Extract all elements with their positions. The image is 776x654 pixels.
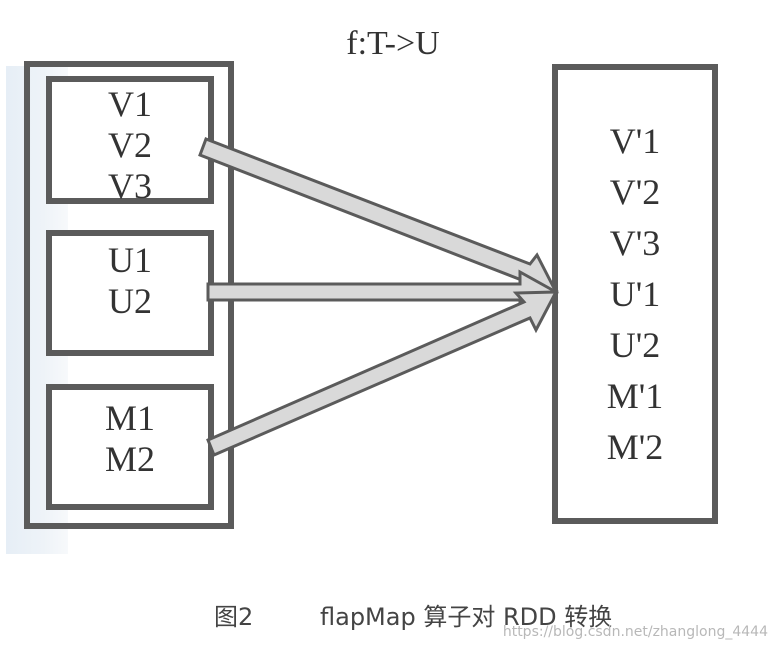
figure-number: 图2 xyxy=(214,603,254,631)
result-item: V'1 xyxy=(609,121,661,161)
diagram-title: f:T->U xyxy=(346,25,440,62)
arrow-v xyxy=(198,137,559,294)
result-item: M'2 xyxy=(606,427,664,467)
result-item: V'2 xyxy=(609,172,661,212)
figure-caption-text: flapMap 算子对 RDD 转换 xyxy=(320,603,613,631)
group-box-v: V1 V2 V3 xyxy=(46,76,214,206)
group-item: U2 xyxy=(108,281,152,321)
group-item: M2 xyxy=(104,439,155,479)
result-item: U'2 xyxy=(609,325,661,365)
result-item: U'1 xyxy=(609,274,661,314)
watermark: https://blog.csdn.net/zhanglong_4444 xyxy=(502,624,768,640)
group-item: V1 xyxy=(108,84,152,124)
group-item: U1 xyxy=(108,240,152,280)
result-item: V'3 xyxy=(609,223,661,263)
group-box-u: U1 U2 xyxy=(46,230,214,356)
group-item: M1 xyxy=(104,398,155,438)
arrow-m xyxy=(206,290,559,457)
result-box: V'1 V'2 V'3 U'1 U'2 M'1 M'2 xyxy=(552,64,718,524)
group-item: V2 xyxy=(108,125,152,165)
group-box-m: M1 M2 xyxy=(46,384,214,510)
result-item: M'1 xyxy=(606,376,664,416)
arrow-u xyxy=(206,269,560,313)
group-item: V3 xyxy=(108,166,152,206)
